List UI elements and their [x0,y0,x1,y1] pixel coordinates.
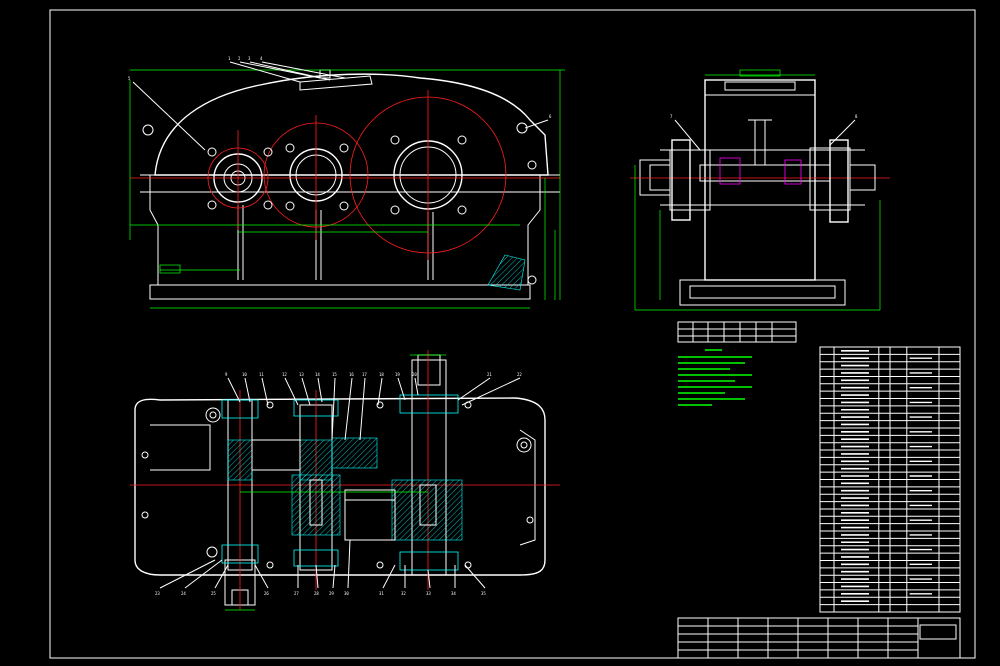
front-view-balloons: 1 2 3 4 5 6 [128,56,552,119]
balloon: 8 [855,114,858,119]
balloon: 31 [379,591,384,596]
balloon: 27 [294,591,299,596]
balloon: 21 [487,372,492,377]
balloon: 18 [379,372,384,377]
balloon: 7 [670,114,673,119]
balloon: 11 [259,372,264,377]
balloon: 23 [155,591,160,596]
balloon: 14 [315,372,320,377]
drawing-frame [49,9,976,659]
balloon: 20 [412,372,417,377]
balloon: 25 [211,591,216,596]
balloon: 32 [401,591,406,596]
side-view-balloons: 7 8 [670,114,858,119]
balloon: 22 [517,372,522,377]
balloon: 30 [344,591,349,596]
balloon: 4 [260,56,263,61]
plan-view-balloons-bottom: 23 24 25 26 27 28 29 30 31 32 33 34 35 [155,591,486,596]
balloon: 24 [181,591,186,596]
side-view [630,69,890,311]
title-block [677,617,961,659]
balloon: 10 [242,372,247,377]
technical-parameters-table [677,321,797,343]
balloon: 2 [238,56,241,61]
balloon: 3 [248,56,251,61]
balloon: 1 [228,56,231,61]
balloon: 35 [481,591,486,596]
balloon: 29 [329,591,334,596]
balloon: 13 [299,372,304,377]
balloon: 5 [128,76,131,81]
balloon: 28 [314,591,319,596]
balloon: 12 [282,372,287,377]
balloon: 19 [395,372,400,377]
balloon: 15 [332,372,337,377]
balloon: 33 [426,591,431,596]
balloon: 16 [349,372,354,377]
balloon: 26 [264,591,269,596]
balloon: 17 [362,372,367,377]
parts-list-table [819,346,961,613]
balloon: 6 [549,114,552,119]
technical-requirements-notes [678,349,752,406]
plan-view-balloons-top: 9 10 11 12 13 14 15 16 17 18 19 20 21 22 [225,372,522,377]
plan-section-view [130,350,560,611]
balloon: 34 [451,591,456,596]
balloon: 9 [225,372,228,377]
front-view [129,61,565,309]
